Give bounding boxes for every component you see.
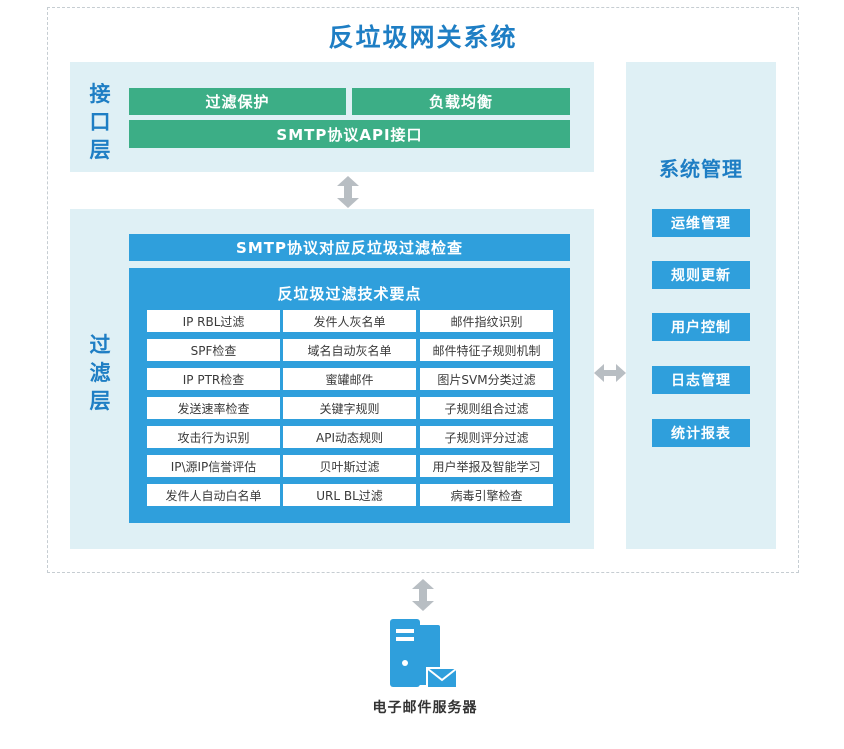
- filter-protection-box: 过滤保护: [129, 88, 346, 115]
- tech-point-cell: 关键字规则: [283, 397, 416, 419]
- tech-point-cell: 域名自动灰名单: [283, 339, 416, 361]
- mail-server-icon: [390, 619, 458, 689]
- interface-layer-panel: [70, 62, 594, 172]
- user-control-item: 用户控制: [652, 313, 750, 341]
- up-down-arrow-icon: [337, 176, 359, 208]
- smtp-filter-check-header: SMTP协议对应反垃圾过滤检查: [129, 234, 570, 261]
- tech-point-cell: 发件人自动白名单: [147, 484, 280, 506]
- interface-layer-label: 接口层: [89, 82, 111, 162]
- tech-point-cell: 病毒引擎检查: [420, 484, 553, 506]
- mail-server-label: 电子邮件服务器: [372, 700, 478, 716]
- tech-point-cell: 发件人灰名单: [283, 310, 416, 332]
- system-boundary: [47, 7, 799, 573]
- system-management-panel: [626, 62, 776, 549]
- tech-point-cell: 贝叶斯过滤: [283, 455, 416, 477]
- tech-point-cell: 蜜罐邮件: [283, 368, 416, 390]
- system-management-title: 系统管理: [659, 157, 743, 181]
- tech-point-cell: IP RBL过滤: [147, 310, 280, 332]
- load-balance-box: 负载均衡: [352, 88, 570, 115]
- tech-point-cell: 子规则组合过滤: [420, 397, 553, 419]
- tech-point-cell: 邮件特征子规则机制: [420, 339, 553, 361]
- up-down-arrow-icon: [412, 579, 434, 611]
- page-title: 反垃圾网关系统: [328, 23, 518, 52]
- rule-update-item: 规则更新: [652, 261, 750, 289]
- tech-point-cell: 邮件指纹识别: [420, 310, 553, 332]
- tech-point-cell: 图片SVM分类过滤: [420, 368, 553, 390]
- smtp-api-box: SMTP协议API接口: [129, 120, 570, 148]
- tech-point-cell: 子规则评分过滤: [420, 426, 553, 448]
- tech-point-cell: 发送速率检查: [147, 397, 280, 419]
- tech-points-title: 反垃圾过滤技术要点: [277, 285, 422, 303]
- tech-point-cell: SPF检查: [147, 339, 280, 361]
- filter-layer-label: 过滤层: [89, 333, 111, 413]
- ops-management-item: 运维管理: [652, 209, 750, 237]
- left-right-arrow-icon: [594, 364, 626, 382]
- tech-point-cell: API动态规则: [283, 426, 416, 448]
- statistics-report-item: 统计报表: [652, 419, 750, 447]
- log-management-item: 日志管理: [652, 366, 750, 394]
- tech-point-cell: URL BL过滤: [283, 484, 416, 506]
- tech-point-cell: 攻击行为识别: [147, 426, 280, 448]
- tech-point-cell: 用户举报及智能学习: [420, 455, 553, 477]
- tech-point-cell: IP PTR检查: [147, 368, 280, 390]
- tech-point-cell: IP\源IP信誉评估: [147, 455, 280, 477]
